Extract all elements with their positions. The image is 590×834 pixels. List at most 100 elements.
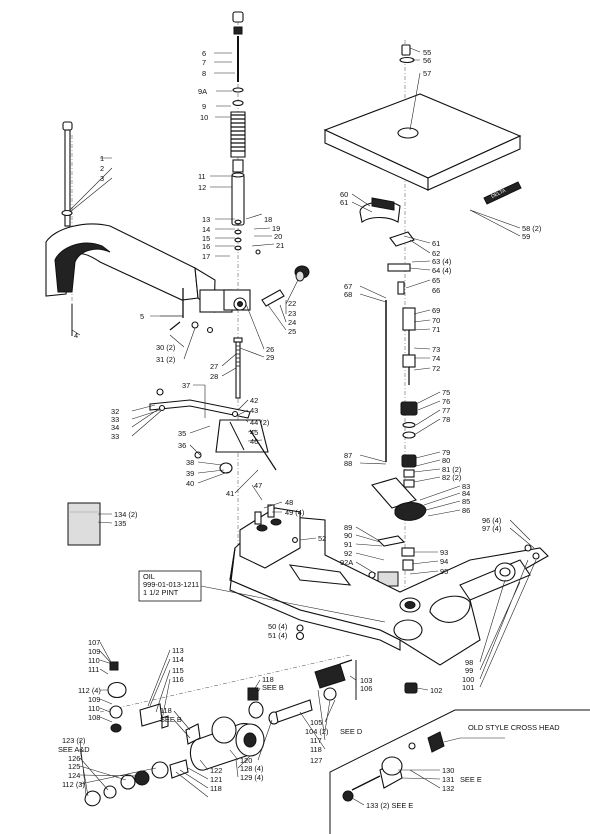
trunnion-group [359,197,415,295]
label-78: 78 [442,415,450,424]
label-114: 114 [172,655,184,664]
oil-part-number: 999-01-013-1211 [143,580,199,589]
label-65: 65 [432,276,440,285]
label-26: 26 [266,345,274,354]
label-52: 52 [318,534,326,543]
label-38: 38 [186,458,194,467]
label-69: 69 [432,306,440,315]
label-107: 107 [88,638,100,647]
label-118d: 118 [210,784,222,793]
label-122: 122 [210,766,222,775]
oil-title: OIL [143,572,155,581]
old-style-caption: OLD STYLE CROSS HEAD [468,723,560,732]
linkage-group [149,388,277,474]
label-77: 77 [442,406,450,415]
label-125: 125 [68,762,80,771]
label-35: 35 [178,429,186,438]
label-97: 97 (4) [482,524,501,533]
label-see-d: SEE D [340,727,362,736]
label-87: 87 [344,451,352,460]
label-47: 47 [254,481,262,490]
label-18: 18 [264,215,272,224]
label-62: 62 [432,249,440,258]
label-100: 100 [462,675,474,684]
label-76: 76 [442,397,450,406]
label-61b: 61 [432,239,440,248]
label-45: 45 [250,428,258,437]
label-110a: 110 [88,656,100,665]
label-43: 43 [250,406,258,415]
label-5: 5 [140,312,144,321]
label-49: 49 (4) [285,508,304,517]
label-23: 23 [288,309,296,318]
label-113: 113 [172,646,184,655]
label-8: 8 [202,69,206,78]
label-3: 3 [100,174,104,183]
label-91: 91 [344,540,352,549]
label-116: 116 [172,675,184,684]
label-72: 72 [432,364,440,373]
label-89: 89 [344,523,352,532]
label-19: 19 [272,224,280,233]
lower-drive-assembly [84,654,357,807]
label-33a: 33 [111,415,119,424]
label-134: 134 (2) [114,510,137,519]
oil-quantity: 1 1/2 PINT [143,588,179,597]
label-127: 127 [310,756,322,765]
label-73: 73 [432,345,440,354]
label-58: 58 (2) [522,224,541,233]
label-99: 99 [465,666,473,675]
label-111: 111 [88,665,99,674]
label-95: 95 [440,567,448,576]
label-4: 4 [74,331,78,340]
label-55: 55 [423,48,431,57]
label-29: 29 [266,353,274,362]
label-see-ad: SEE A&D [58,745,90,754]
delta-logo-plate [483,181,522,205]
label-see-b2: SEE B [160,715,182,724]
label-118b: 118 [262,675,274,684]
label-129: 129 (4) [240,773,263,782]
label-124: 124 [68,771,80,780]
label-93: 93 [440,548,448,557]
label-60: 60 [340,190,348,199]
label-51: 51 (4) [268,631,287,640]
label-118c: 118 [160,706,172,715]
label-see-e1: SEE E [460,775,482,784]
label-9a: 9A [198,87,207,96]
lower-plunger-stack [368,300,427,587]
label-63: 63 (4) [432,257,451,266]
label-11: 11 [198,172,206,181]
label-130: 130 [442,766,454,775]
label-28: 28 [210,372,218,381]
label-71: 71 [432,325,440,334]
label-70: 70 [432,316,440,325]
label-7: 7 [202,58,206,67]
label-30: 30 (2) [156,343,175,352]
label-81: 81 (2) [442,465,461,474]
label-1: 1 [100,154,104,163]
label-92a: 92A [340,558,353,567]
label-61a: 61 [340,198,348,207]
label-21: 21 [276,241,284,250]
base-casting [229,504,549,694]
table-top: DELTA [323,44,522,205]
label-41: 41 [226,489,234,498]
label-64: 64 (4) [432,266,451,275]
label-132: 132 [442,784,454,793]
label-103: 103 [360,676,372,685]
label-66: 66 [432,286,440,295]
label-12: 12 [198,183,206,192]
label-106: 106 [360,684,372,693]
label-74: 74 [432,354,440,363]
label-42: 42 [250,396,258,405]
label-15: 15 [202,234,210,243]
label-59: 59 [522,232,530,241]
label-see-b1: SEE B [262,683,284,692]
label-50: 50 (4) [268,622,287,631]
label-83: 83 [462,482,470,491]
oil-note: OIL 999-01-013-1211 1 1/2 PINT [138,570,386,623]
label-36: 36 [178,441,186,450]
label-56: 56 [423,56,431,65]
